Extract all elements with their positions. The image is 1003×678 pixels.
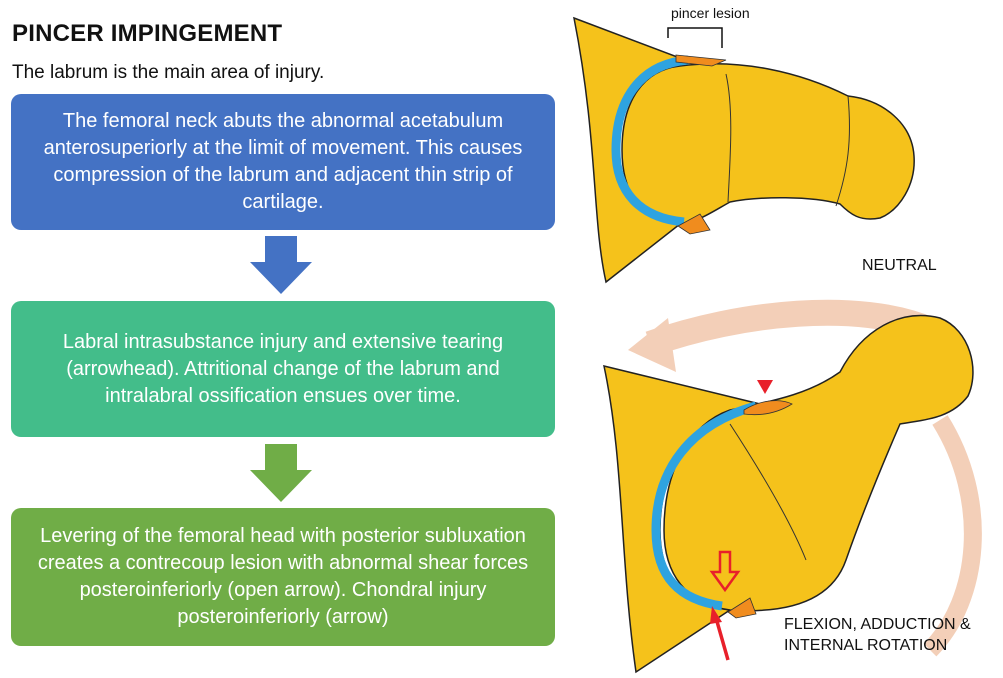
- motion-arc-head: [628, 318, 676, 372]
- hip-illustration: [560, 0, 1003, 678]
- neutral-hip: [574, 18, 914, 282]
- flexion-label-line: FLEXION, ADDUCTION &: [784, 614, 971, 635]
- pincer-lesion-label: pincer lesion: [671, 3, 750, 24]
- flow-box-text: Labral intrasubstance injury and extensi…: [23, 329, 543, 410]
- flow-box-text: Levering of the femoral head with poster…: [23, 523, 543, 631]
- down-arrow-shape: [250, 236, 312, 294]
- neutral-label: NEUTRAL: [862, 255, 937, 276]
- red-arrow-icon: [716, 618, 728, 660]
- flow-box-contrecoup-lesion: Levering of the femoral head with poster…: [11, 508, 555, 646]
- femur-bone: [664, 316, 973, 611]
- page-subtitle: The labrum is the main area of injury.: [12, 62, 324, 84]
- arrowhead-marker-icon: [757, 380, 773, 394]
- flow-box-compression: The femoral neck abuts the abnormal acet…: [11, 94, 555, 230]
- page-title: PINCER IMPINGEMENT: [12, 20, 282, 48]
- down-arrow-shape: [250, 444, 312, 502]
- pincer-bracket-icon: [668, 28, 722, 48]
- down-arrow-icon: [250, 236, 312, 294]
- flexion-label: FLEXION, ADDUCTION & INTERNAL ROTATION: [784, 614, 971, 656]
- flow-box-text: The femoral neck abuts the abnormal acet…: [23, 108, 543, 216]
- femur-bone: [622, 64, 914, 224]
- flow-box-labral-injury: Labral intrasubstance injury and extensi…: [11, 301, 555, 437]
- down-arrow-icon: [250, 444, 312, 502]
- flexion-label-line: INTERNAL ROTATION: [784, 635, 971, 656]
